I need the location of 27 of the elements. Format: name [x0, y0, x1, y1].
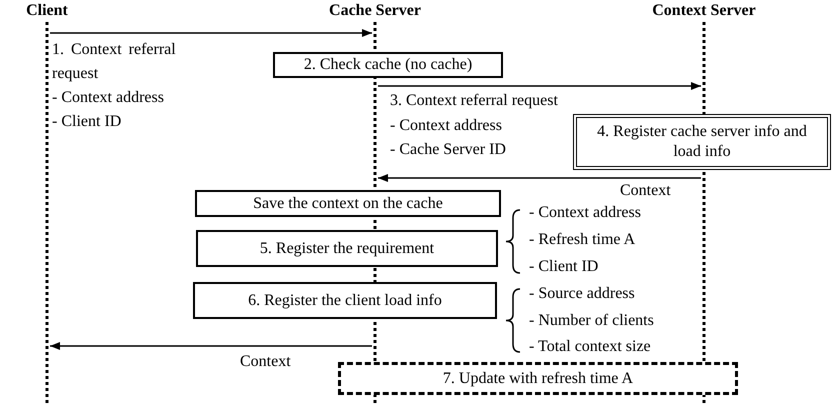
list-item: - Client ID [52, 112, 122, 132]
edge-label: 3. Context referral request [390, 91, 558, 110]
list-item: - Context address [390, 116, 502, 136]
process-box: Save the context on the cache [195, 190, 501, 217]
process-box: 2. Check cache (no cache) [273, 52, 503, 78]
process-box: 6. Register the client load info [193, 282, 497, 319]
process-box: 5. Register the requirement [196, 230, 498, 267]
arrow [378, 82, 701, 90]
list-item: - Total context size [529, 337, 651, 356]
lifeline-header: Cache Server [329, 2, 421, 20]
list-item: - Client ID [529, 257, 598, 276]
list-item: - Source address [529, 284, 635, 304]
process-box: 7. Update with refresh time A [338, 362, 738, 395]
list-item: - Context address [52, 88, 164, 108]
list-item: - Cache Server ID [390, 140, 506, 160]
edge-label: 1. Context referral request [52, 40, 177, 84]
list-item: - Number of clients [529, 311, 654, 330]
list-item: - Context address [529, 203, 641, 222]
edge-label: Context [620, 181, 671, 200]
arrow [50, 29, 372, 37]
arrow [378, 174, 701, 182]
process-box: 4. Register cache server info and load info [573, 114, 831, 170]
lifeline-header: Context Server [652, 2, 756, 20]
list-item: - Refresh time A [529, 230, 636, 250]
edge-label: Context [240, 352, 291, 372]
arrow [50, 342, 372, 350]
lifeline-header: Client [26, 2, 68, 20]
